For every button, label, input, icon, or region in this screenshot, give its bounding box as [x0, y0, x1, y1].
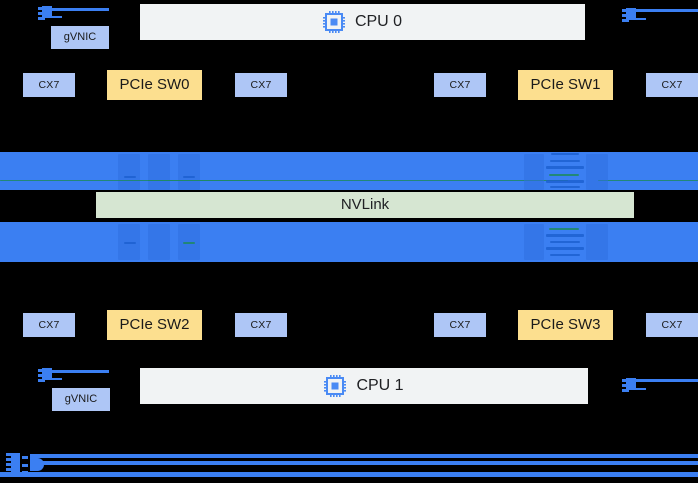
cx7-label: CX7	[38, 78, 60, 91]
gvnic-label: gVNIC	[63, 31, 97, 44]
cpu-box-1[interactable]: CPU 1	[140, 368, 588, 404]
cx7-box-6[interactable]: CX7	[434, 313, 486, 337]
cx7-box-7[interactable]: CX7	[646, 313, 698, 337]
nic-card-icon-bottom-left	[38, 366, 110, 389]
nvlink-box[interactable]: NVLink	[96, 192, 634, 218]
pcie-switch-label: PCIe SW1	[530, 76, 601, 94]
cx7-box-2[interactable]: CX7	[434, 73, 486, 97]
gvnic-box-bottom-left[interactable]: gVNIC	[52, 388, 110, 411]
pcie-switch-box-0[interactable]: PCIe SW0	[107, 70, 202, 100]
nic-card-icon-top-right	[622, 8, 698, 31]
bottom-network-fabric-blob	[30, 458, 44, 471]
cx7-label: CX7	[449, 318, 471, 331]
pcie-switch-label: PCIe SW3	[530, 316, 601, 334]
cx7-label: CX7	[250, 78, 272, 91]
nic-card-icon-top-left	[38, 4, 110, 27]
cpu-chip-icon	[322, 11, 345, 33]
cx7-label: CX7	[661, 318, 683, 331]
cx7-label: CX7	[661, 78, 683, 91]
bottom-network-fabric-line-1	[30, 454, 698, 458]
cx7-label: CX7	[449, 78, 471, 91]
cpu-box-0[interactable]: CPU 0	[140, 4, 585, 40]
cx7-box-3[interactable]: CX7	[646, 73, 698, 97]
nvlink-label: NVLink	[340, 196, 390, 214]
gpu-band-top	[0, 152, 698, 190]
cpu-label: CPU 0	[354, 12, 403, 30]
bottom-network-fabric-line-2	[30, 461, 698, 465]
nic-card-icon-bottom-right	[622, 378, 698, 401]
pcie-switch-label: PCIe SW0	[119, 76, 190, 94]
pcie-switch-box-2[interactable]: PCIe SW2	[107, 310, 202, 340]
cpu-label: CPU 1	[356, 376, 404, 394]
cx7-box-4[interactable]: CX7	[23, 313, 75, 337]
cx7-label: CX7	[250, 318, 272, 331]
pcie-switch-box-1[interactable]: PCIe SW1	[518, 70, 613, 100]
gpu-band-bottom	[0, 222, 698, 262]
cx7-label: CX7	[38, 318, 60, 331]
pcie-switch-box-3[interactable]: PCIe SW3	[518, 310, 613, 340]
pcie-switch-label: PCIe SW2	[119, 316, 190, 334]
cx7-box-1[interactable]: CX7	[235, 73, 287, 97]
gvnic-label: gVNIC	[64, 393, 98, 406]
gvnic-box-top-left[interactable]: gVNIC	[51, 26, 109, 49]
bottom-network-fabric-line-3	[0, 472, 698, 477]
cpu-chip-icon	[324, 375, 347, 397]
cx7-box-0[interactable]: CX7	[23, 73, 75, 97]
cx7-box-5[interactable]: CX7	[235, 313, 287, 337]
